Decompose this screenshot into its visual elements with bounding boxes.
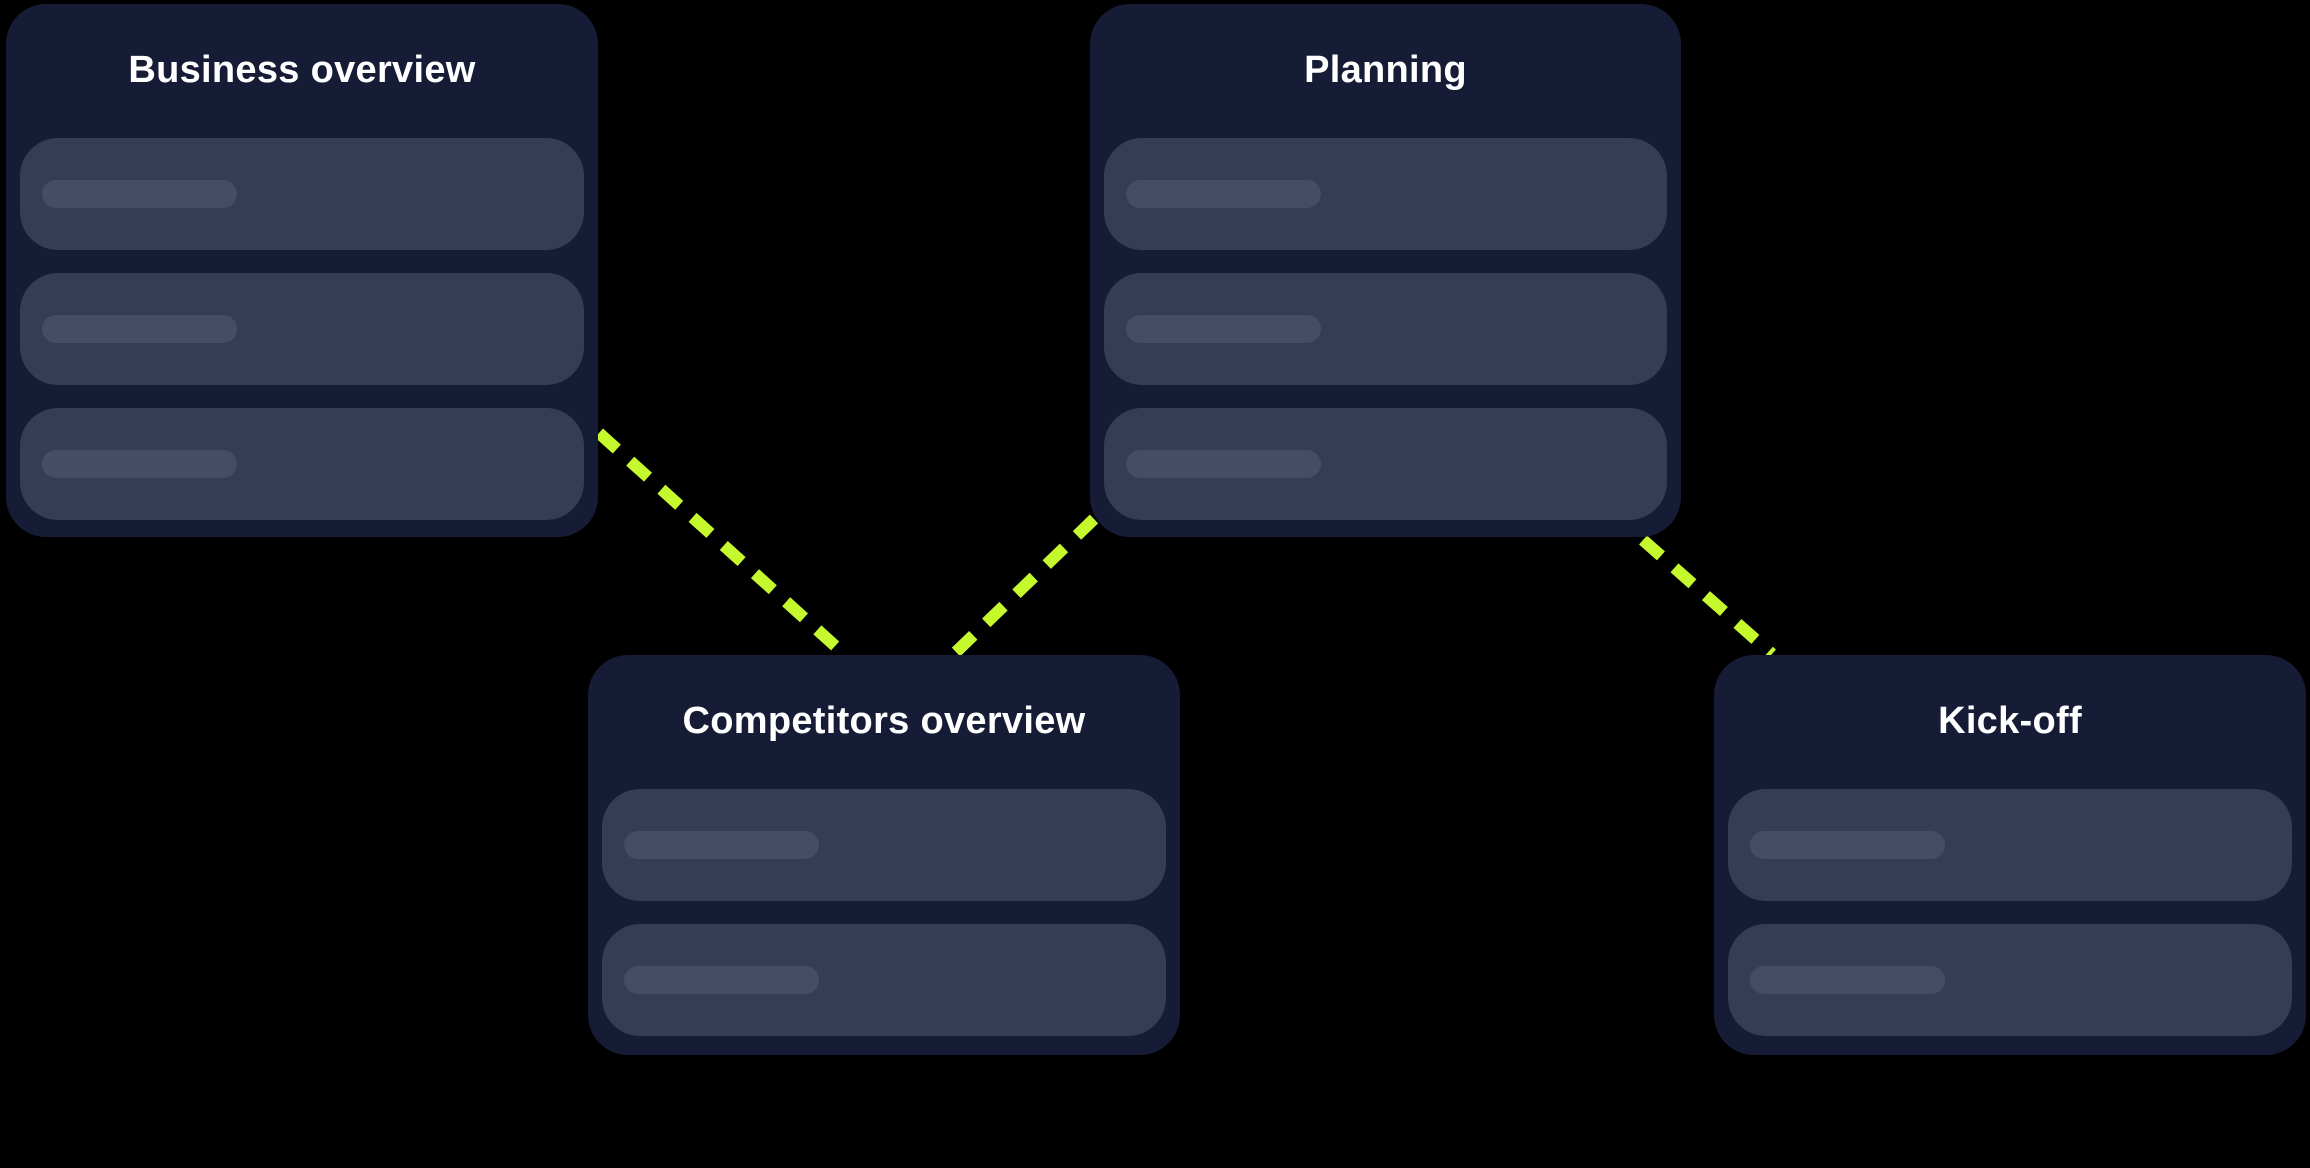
placeholder-row xyxy=(1104,408,1667,520)
placeholder-text-bar xyxy=(1126,180,1321,208)
placeholder-row xyxy=(1104,138,1667,250)
node-kick-off[interactable]: Kick-off xyxy=(1714,655,2306,1055)
placeholder-text-bar xyxy=(1126,315,1321,343)
placeholder-row xyxy=(20,273,584,385)
connector-business-to-competitors xyxy=(594,428,848,658)
node-business-overview[interactable]: Business overview xyxy=(6,4,598,537)
node-title: Kick-off xyxy=(1938,700,2082,742)
placeholder-text-bar xyxy=(624,966,819,994)
placeholder-row xyxy=(1728,789,2292,901)
connector-planning-to-kickoff xyxy=(1639,535,1776,659)
placeholder-rows xyxy=(1728,789,2292,1036)
placeholder-text-bar xyxy=(42,450,237,478)
placeholder-text-bar xyxy=(42,180,237,208)
placeholder-text-bar xyxy=(42,315,237,343)
placeholder-text-bar xyxy=(624,831,819,859)
placeholder-row xyxy=(602,924,1166,1036)
placeholder-text-bar xyxy=(1750,966,1945,994)
placeholder-row xyxy=(1728,924,2292,1036)
node-title: Competitors overview xyxy=(682,700,1086,742)
placeholder-rows xyxy=(20,138,584,520)
node-planning[interactable]: Planning xyxy=(1090,4,1681,537)
node-competitors-overview[interactable]: Competitors overview xyxy=(588,655,1180,1055)
node-title: Business overview xyxy=(128,49,476,91)
connector-competitors-to-planning xyxy=(951,514,1099,657)
placeholder-row xyxy=(1104,273,1667,385)
placeholder-rows xyxy=(602,789,1166,1036)
placeholder-text-bar xyxy=(1126,450,1321,478)
placeholder-row xyxy=(20,408,584,520)
placeholder-row xyxy=(20,138,584,250)
placeholder-text-bar xyxy=(1750,831,1945,859)
placeholder-rows xyxy=(1104,138,1667,520)
node-title: Planning xyxy=(1304,49,1467,91)
placeholder-row xyxy=(602,789,1166,901)
